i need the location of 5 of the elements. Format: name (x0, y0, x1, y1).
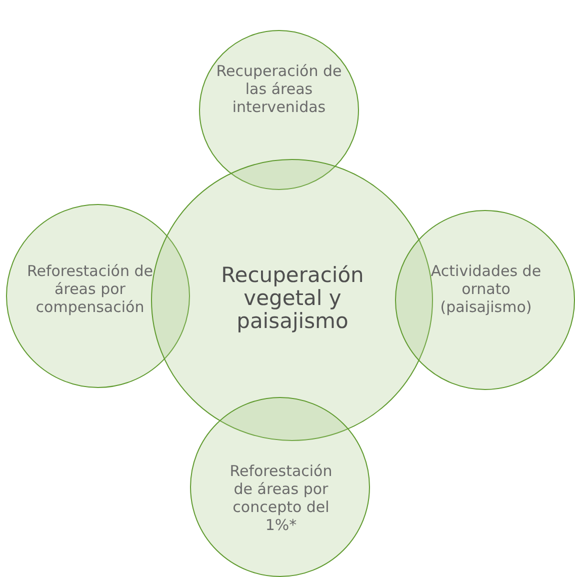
circle-label: Actividades de ornato (paisajismo) (430, 262, 542, 316)
circle-label: Reforestación de áreas por concepto del 1%* (228, 462, 334, 534)
circle-label: Reforestación de áreas por compensación (26, 262, 154, 316)
circle-label: Recuperación de las áreas intervenidas (215, 62, 343, 116)
central-title: Recuperación vegetal y paisajismo (220, 264, 365, 333)
